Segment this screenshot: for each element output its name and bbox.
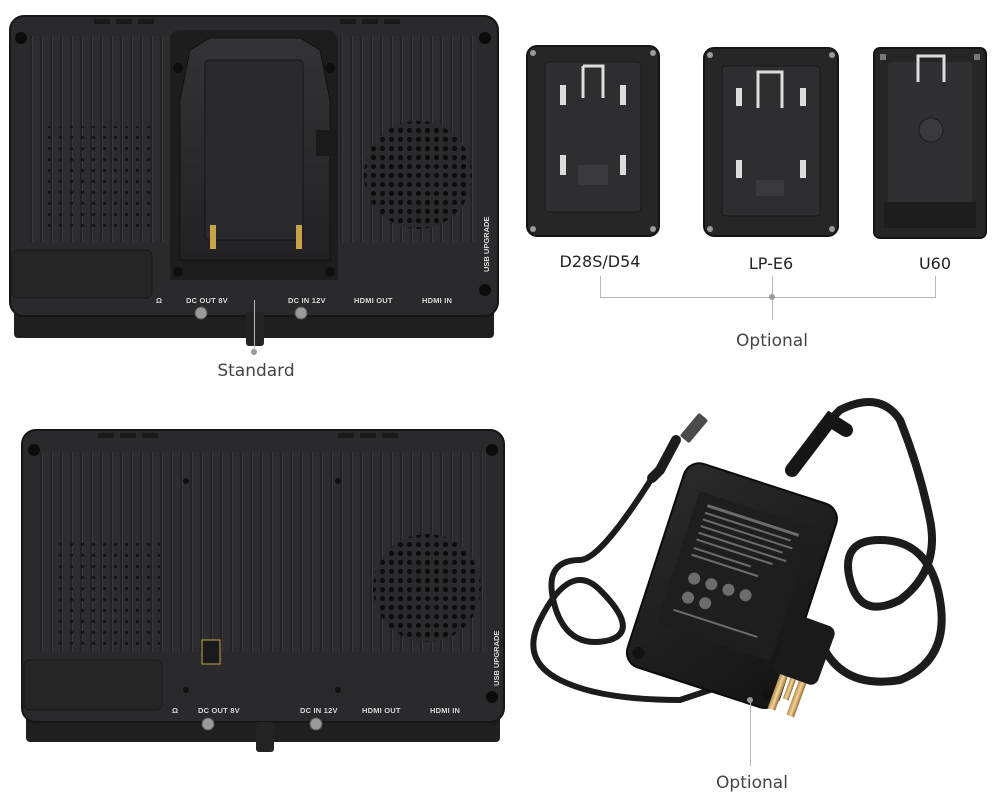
standard-callout-line — [254, 300, 255, 352]
adapter-callout-dot — [747, 697, 753, 703]
usb-upgrade-label-bottom: USB UPGRADE — [492, 630, 501, 686]
usb-upgrade-label: USB UPGRADE — [482, 216, 491, 272]
hdmi-in-port-label-bottom: HDMI IN — [430, 706, 461, 715]
plate-name-lp-e6: LP-E6 — [748, 254, 794, 273]
dc-in-port-label-bottom: DC IN 12V — [300, 706, 338, 715]
plate-lp-e6 — [703, 47, 839, 237]
hdmi-out-port-label: HDMI OUT — [354, 296, 393, 305]
plate-name-d28s-d54: D28S/D54 — [559, 252, 641, 271]
power-adapter — [530, 398, 946, 718]
plate-name-u60: U60 — [918, 254, 952, 273]
plate-u60 — [873, 47, 987, 239]
dc-out-port-label: DC OUT 8V — [186, 296, 228, 305]
plates-bracket-right — [935, 276, 936, 298]
hdmi-out-port-label-bottom: HDMI OUT — [362, 706, 401, 715]
adapter-callout-line — [750, 700, 751, 766]
headphone-port-label-bottom: Ω — [172, 706, 179, 715]
headphone-port-label: Ω — [156, 296, 163, 305]
standard-callout-dot — [251, 349, 257, 355]
dc-in-port-label: DC IN 12V — [288, 296, 326, 305]
optional-adapter-label: Optional — [716, 773, 788, 793]
plates-bracket-left — [600, 276, 601, 298]
optional-plates-label: Optional — [736, 331, 808, 351]
hdmi-in-port-label: HDMI IN — [422, 296, 453, 305]
plates-bracket-dot — [769, 294, 775, 300]
monitor-bottom-no-plate — [21, 429, 505, 752]
plates-bracket-bottom — [600, 297, 936, 298]
monitor-top-with-plate — [9, 15, 499, 346]
standard-label: Standard — [217, 361, 295, 381]
plate-d28s-d54 — [526, 45, 660, 237]
dc-out-port-label-bottom: DC OUT 8V — [198, 706, 240, 715]
